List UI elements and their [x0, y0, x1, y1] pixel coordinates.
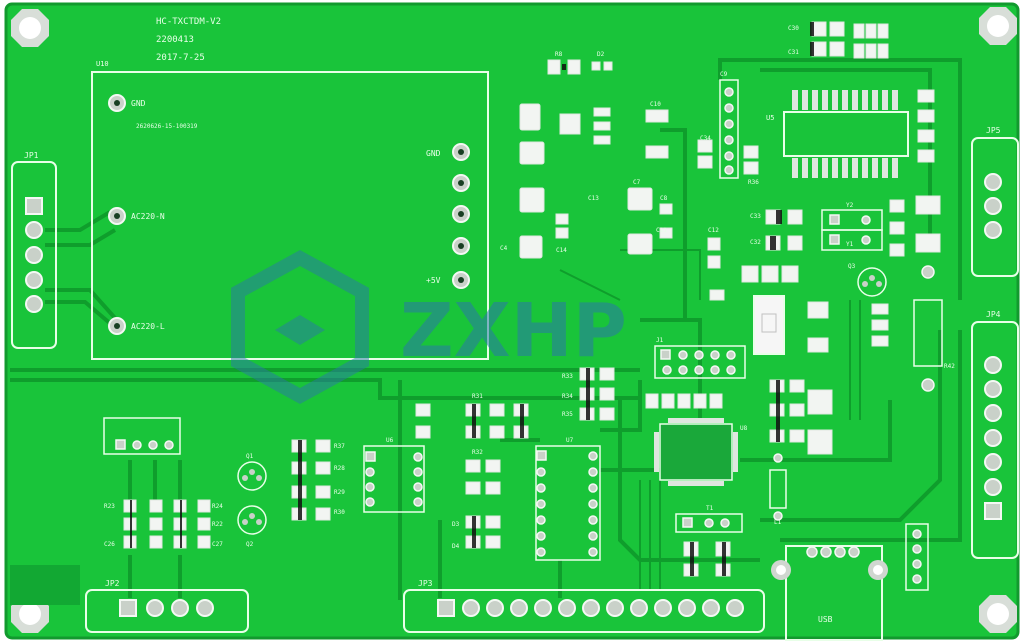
svg-text:C14: C14: [556, 247, 567, 254]
svg-text:C4: C4: [500, 245, 508, 252]
svg-text:C26: C26: [104, 541, 115, 548]
svg-text:R8: R8: [555, 51, 563, 58]
component-labels: R8 D2 C10 C7 C8 C13 C11 C12 C14 C4 C30 C…: [104, 25, 799, 550]
header-right-small: [905, 523, 929, 591]
mcu-qfp: U8: [654, 418, 748, 486]
module-pin-ac-l: AC220-L: [131, 322, 165, 331]
crystal-t1: T1: [675, 505, 743, 533]
connector-jp2: JP2: [85, 579, 249, 633]
svg-text:C9: C9: [720, 71, 728, 78]
svg-text:C13: C13: [588, 195, 599, 202]
connector-jp3: JP3: [403, 579, 765, 633]
svg-text:C8: C8: [660, 195, 668, 202]
svg-text:C27: C27: [212, 541, 223, 548]
svg-text:U8: U8: [740, 425, 748, 432]
svg-text:JP1: JP1: [24, 151, 39, 160]
svg-text:D3: D3: [452, 521, 460, 528]
regulator-header: [103, 417, 181, 455]
board-code: 2200413: [156, 35, 194, 45]
board-title-block: HC-TXCTDM-V2 2200413 2017-7-25: [156, 17, 221, 63]
transistor-q2: Q2: [237, 505, 267, 548]
svg-text:C11: C11: [656, 227, 667, 234]
svg-text:J1: J1: [656, 337, 664, 344]
svg-text:R37: R37: [334, 443, 345, 450]
svg-text:C7: C7: [633, 179, 641, 186]
copper-traces: [10, 58, 962, 600]
watermark-logo: ZXHP: [231, 250, 627, 404]
connector-jp5: JP5: [971, 126, 1019, 277]
svg-text:C10: C10: [650, 101, 661, 108]
ic-u7: U7: [535, 437, 601, 561]
transistor-q3: Q3: [848, 263, 887, 297]
led-pad: [753, 295, 785, 355]
svg-text:Y2: Y2: [846, 202, 854, 209]
svg-text:JP3: JP3: [418, 579, 433, 588]
module-pin-ac-n: AC220-N: [131, 212, 165, 221]
svg-text:Q3: Q3: [848, 263, 856, 270]
crystal-y1: Y1: [821, 229, 883, 251]
svg-text:R31: R31: [472, 393, 483, 400]
svg-text:R36: R36: [748, 179, 759, 186]
usb-connector: USB: [771, 545, 888, 641]
svg-text:D2: D2: [597, 51, 605, 58]
svg-text:U7: U7: [566, 437, 574, 444]
svg-text:Q2: Q2: [246, 541, 254, 548]
smd-pads: [123, 21, 941, 577]
svg-text:R42: R42: [944, 363, 955, 370]
board-title: HC-TXCTDM-V2: [156, 17, 221, 27]
svg-text:R23: R23: [104, 503, 115, 510]
svg-text:U6: U6: [386, 437, 394, 444]
header-j1: J1: [654, 337, 746, 379]
board-date: 2017-7-25: [156, 53, 205, 63]
svg-text:R33: R33: [562, 373, 573, 380]
transistor-q1: Q1: [237, 453, 267, 491]
svg-text:R22: R22: [212, 521, 223, 528]
inductor-l1: L1: [769, 453, 787, 526]
svg-text:C30: C30: [788, 25, 799, 32]
connector-jp1: JP1: [11, 151, 57, 349]
svg-text:R28: R28: [334, 465, 345, 472]
svg-text:R35: R35: [562, 411, 573, 418]
svg-text:D4: D4: [452, 543, 460, 550]
module-pin-5v: +5V: [426, 276, 441, 285]
power-module: U10 2620626-15-100319 GND AC220-N AC220-…: [91, 60, 489, 360]
svg-text:Y1: Y1: [846, 241, 854, 248]
resistor-r42: R42: [913, 265, 955, 392]
svg-text:C33: C33: [750, 213, 761, 220]
svg-text:L1: L1: [774, 519, 782, 526]
module-part-number: 2620626-15-100319: [136, 123, 198, 130]
module-pin-gnd-right: GND: [426, 149, 441, 158]
ic-u6: U6: [363, 437, 425, 513]
svg-text:C12: C12: [708, 227, 719, 234]
svg-text:U5: U5: [766, 114, 774, 122]
svg-text:JP5: JP5: [986, 126, 1001, 135]
module-pin-gnd-left: GND: [131, 99, 146, 108]
svg-text:Q1: Q1: [246, 453, 254, 460]
ic-u5: U5: [766, 90, 909, 178]
watermark-text: ZXHP: [400, 288, 627, 374]
svg-text:T1: T1: [706, 505, 714, 512]
svg-text:JP2: JP2: [105, 579, 120, 588]
svg-text:C34: C34: [700, 135, 711, 142]
svg-text:R30: R30: [334, 509, 345, 516]
svg-text:R29: R29: [334, 489, 345, 496]
svg-text:USB: USB: [818, 615, 833, 624]
svg-text:R34: R34: [562, 393, 573, 400]
svg-text:R32: R32: [472, 449, 483, 456]
svg-text:C32: C32: [750, 239, 761, 246]
svg-text:JP4: JP4: [986, 310, 1001, 319]
module-label: U10: [96, 60, 109, 68]
connector-jp4: JP4: [971, 310, 1019, 559]
svg-text:R24: R24: [212, 503, 223, 510]
svg-text:C31: C31: [788, 49, 799, 56]
header-c9: C9: [719, 71, 739, 179]
